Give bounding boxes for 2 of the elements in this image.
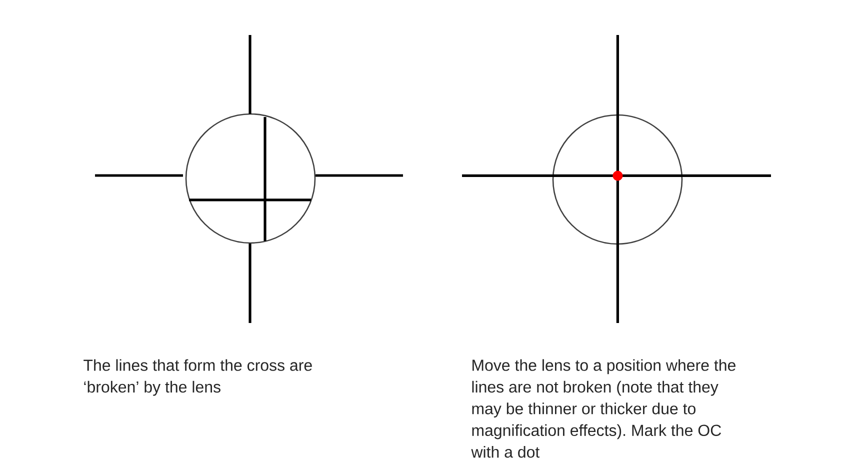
description-text: The lines that form the cross are ‘broken’ by the lens: [84, 359, 312, 396]
description-text: Move the lens to a position where the lines are not broken (note that they may be thinner or thicker due to magnification effects). Mark the OC with a dot: [471, 359, 736, 458]
